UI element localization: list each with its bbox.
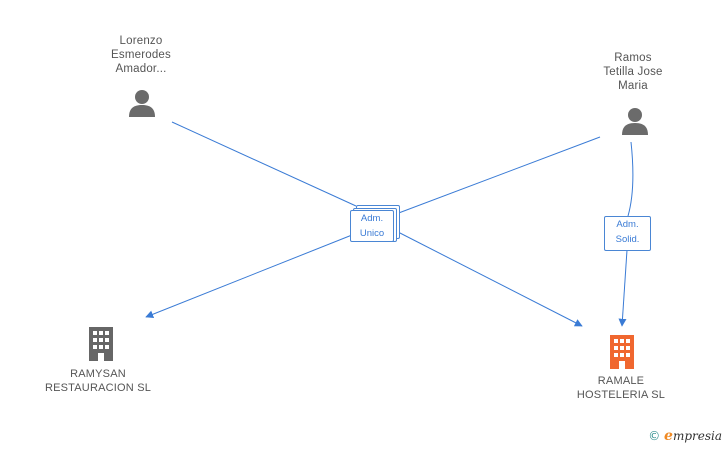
relation-label-line: Adm. [616,219,639,230]
edge-adm-unico-to-ramale [397,231,583,327]
edge-adm-unico-to-ramysan [145,234,353,319]
company-name-line: RAMYSAN [70,368,126,380]
person-name-line: Amador... [115,63,167,75]
relation-box-adm-solid[interactable]: Adm. Solid. [604,216,651,251]
relation-box-adm-unico[interactable]: Adm. Unico [350,210,394,242]
relation-label-line: Unico [359,228,385,239]
company-label-ramale[interactable]: RAMALE HOSTELERIA SL [556,374,686,402]
person-name-line: Ramos [614,52,652,64]
relation-label-line: Solid. [615,234,640,245]
company-name-line: HOSTELERIA SL [576,389,666,401]
company-name-line: RAMALE [597,375,645,387]
person-name-line: Lorenzo [119,35,163,47]
company-name-line: RESTAURACION SL [44,382,152,394]
person-icon[interactable] [127,88,157,118]
brand-initial: e [664,428,673,444]
copyright-icon: © [648,429,661,443]
building-icon[interactable] [85,327,117,361]
relation-label-line: Adm. [360,213,384,224]
person-name-line: Tetilla Jose [603,66,663,78]
person-label-ramos[interactable]: Ramos Tetilla Jose Maria [578,51,688,93]
person-icon[interactable] [620,106,650,136]
edge-adm-solid-to-ramale [618,249,628,327]
person-name-line: Esmerodes [111,49,171,61]
person-name-line: Maria [618,80,648,92]
edge-ramos-to-adm-unico [395,136,601,215]
company-label-ramysan[interactable]: RAMYSAN RESTAURACION SL [32,367,164,395]
building-icon[interactable] [606,335,638,369]
person-label-lorenzo[interactable]: Lorenzo Esmerodes Amador... [86,34,196,76]
edge-lorenzo-to-adm-unico [171,121,357,207]
brand-name: mpresia [672,429,722,443]
edge-ramos-to-adm-solid [627,141,634,217]
empresia-logo: © empresia [648,428,722,444]
